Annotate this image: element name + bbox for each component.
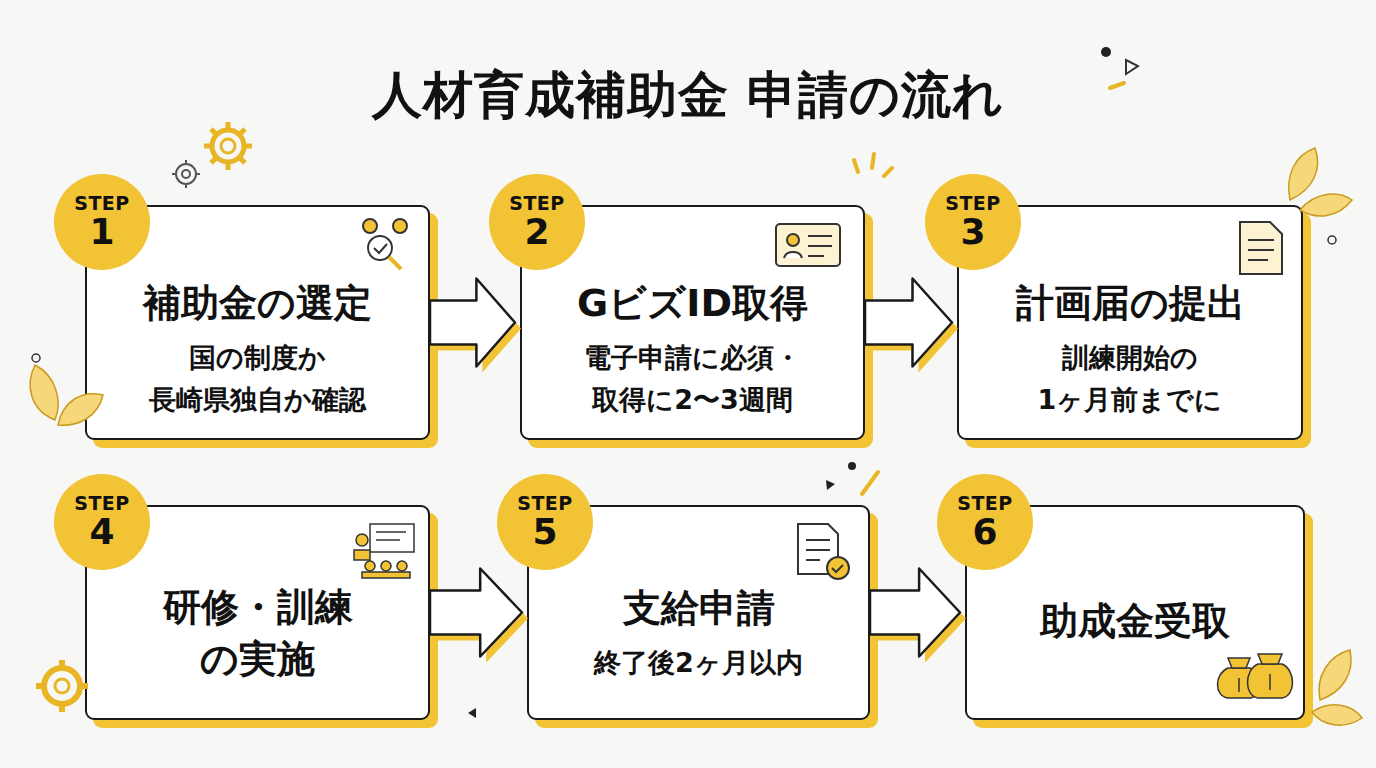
step-label: STEP (509, 193, 565, 213)
step-note: 電子申請に必須・ 取得に2〜3週間 (576, 337, 808, 421)
gear-icon (36, 660, 88, 712)
step-note: 終了後2ヶ月以内 (594, 642, 803, 684)
step-heading: 研修・訓練 の実施 (106, 581, 410, 685)
step-number: 6 (972, 513, 997, 551)
step-heading: 支給申請 (623, 582, 775, 634)
step-heading: 計画届の提出 (1016, 277, 1245, 329)
gear-icon (204, 122, 252, 170)
step-number: 4 (89, 513, 114, 551)
step-label: STEP (945, 193, 1001, 213)
step-label: STEP (74, 193, 130, 213)
step-note: 訓練開始の 1ヶ月前までに (1014, 337, 1246, 421)
step-label: STEP (957, 493, 1013, 513)
diagram-title: 人材育成補助金 申請の流れ (0, 62, 1376, 129)
step-badge: STEP5 (497, 474, 593, 570)
step-heading: 助成金受取 (1040, 595, 1230, 647)
gear-icon (172, 160, 200, 188)
step-badge: STEP2 (489, 174, 585, 270)
step-badge: STEP1 (54, 174, 150, 270)
arrow-body (430, 279, 515, 367)
arrow-shadow (876, 575, 966, 663)
step-heading: GビズID取得 (577, 277, 808, 329)
step-badge: STEP4 (54, 474, 150, 570)
leaf-decoration (30, 148, 1362, 725)
step-number: 3 (960, 213, 985, 251)
accent-marks (32, 47, 1336, 718)
step-number: 5 (532, 513, 557, 551)
arrow-shadow (436, 575, 528, 663)
flow-arrow (430, 569, 528, 663)
step-label: STEP (517, 493, 573, 513)
step-number: 1 (89, 213, 114, 251)
step-label: STEP (74, 493, 130, 513)
flow-arrow (870, 569, 966, 663)
step-heading: 補助金の選定 (143, 277, 372, 329)
arrow-shadow (871, 285, 958, 373)
arrow-body (865, 279, 952, 367)
arrow-shadow (436, 285, 521, 373)
arrow-body (870, 569, 960, 657)
step-note: 国の制度か 長崎県独自か確認 (141, 337, 373, 421)
step-number: 2 (524, 213, 549, 251)
step-badge: STEP3 (925, 174, 1021, 270)
flow-arrow (430, 279, 521, 373)
step-badge: STEP6 (937, 474, 1033, 570)
arrow-body (430, 569, 522, 657)
flow-arrow (865, 279, 958, 373)
